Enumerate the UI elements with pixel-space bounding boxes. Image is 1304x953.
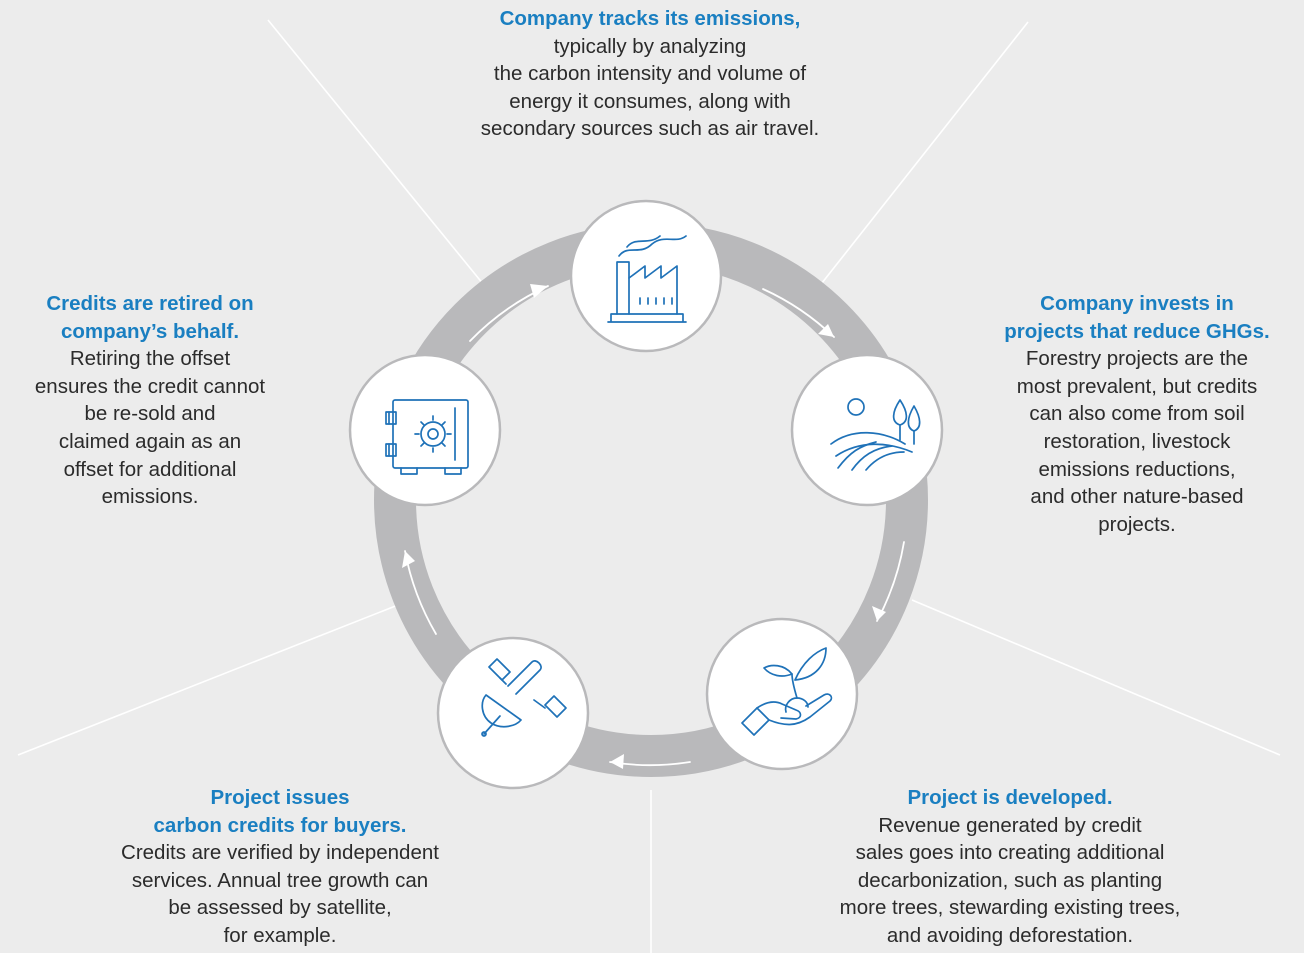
step-2-body-line: restoration, livestock [1043,429,1231,453]
flow-arrow-top-left [469,284,549,342]
step-3-heading: Project is developed. [907,786,1113,809]
flow-arrow-top-right [762,288,835,338]
step-2-body-line: Forestry projects are the [1025,347,1249,371]
step-2-body-line: can also come from soil [1029,402,1245,426]
step-1-text: Company tracks its emissions, typically … [400,5,900,143]
satellite-icon [481,658,567,737]
step-4-body-line: services. Annual tree growth can [131,868,429,892]
flow-arrow-right [872,541,905,622]
factory-icon [607,235,687,323]
step-1-body-line: typically by analyzing [553,34,747,58]
guide-line-top-right [817,21,1029,289]
step-3-body-line: Revenue generated by credit [878,813,1142,837]
step-5-body-line: be re-sold and [84,402,216,426]
step-3-text: Project is developed. Revenue generated … [770,784,1250,950]
step-3-body-line: and avoiding deforestation. [886,923,1134,947]
node-circle-left [348,353,502,507]
step-5-text: Credits are retired on company’s behalf.… [0,290,300,511]
step-4-text: Project issues carbon credits for buyers… [40,784,520,950]
step-4-body-line: Credits are verified by independent [121,841,439,865]
step-3-body-line: decarbonization, such as planting [857,868,1163,892]
node-circle-bottom-left [436,636,590,790]
step-2-body-line: most prevalent, but credits [1016,374,1258,398]
hand-sprout-icon [741,647,833,736]
step-3-body-line: sales goes into creating additional [855,841,1165,865]
step-2-text: Company invests in projects that reduce … [970,290,1304,538]
guide-line-right [911,599,1281,756]
step-2-heading: projects that reduce GHGs. [1004,319,1270,343]
step-4-body-line: for example. [223,923,337,947]
guide-line-left [17,604,399,756]
step-5-body-line: Retiring the offset [69,347,231,371]
step-1-body-line: energy it consumes, along with [509,89,791,113]
flow-arrow-left [402,550,437,635]
node-circle-bottom-right [705,617,859,771]
step-4-heading: Project issues [210,786,350,809]
step-1-body-line: the carbon intensity and volume of [493,62,807,86]
step-4-body-line: be assessed by satellite, [168,896,392,920]
step-5-body-line: offset for additional [63,457,237,481]
field-trees-icon [830,398,921,471]
step-2-body-line: emissions reductions, [1038,457,1236,481]
step-5-heading: company’s behalf. [60,319,240,343]
step-2-body-line: projects. [1098,512,1176,536]
step-5-body-line: emissions. [101,485,199,509]
step-5-body-line: claimed again as an [58,429,242,453]
step-5-heading: Credits are retired on [46,292,254,315]
step-5-body-line: ensures the credit cannot [34,374,266,398]
flow-arrow-bottom [609,754,691,769]
step-2-body-line: and other nature-based [1030,485,1244,509]
safe-vault-icon [385,399,469,475]
node-circle-right [790,353,944,507]
guide-line-top-left [267,19,489,291]
step-2-heading: Company invests in [1040,292,1234,315]
step-3-body-line: more trees, stewarding existing trees, [839,896,1181,920]
node-circle-top [569,199,723,353]
step-1-body-line: secondary sources such as air travel. [480,117,820,141]
step-1-heading: Company tracks its emissions, [499,7,801,30]
step-4-heading: carbon credits for buyers. [153,813,407,837]
